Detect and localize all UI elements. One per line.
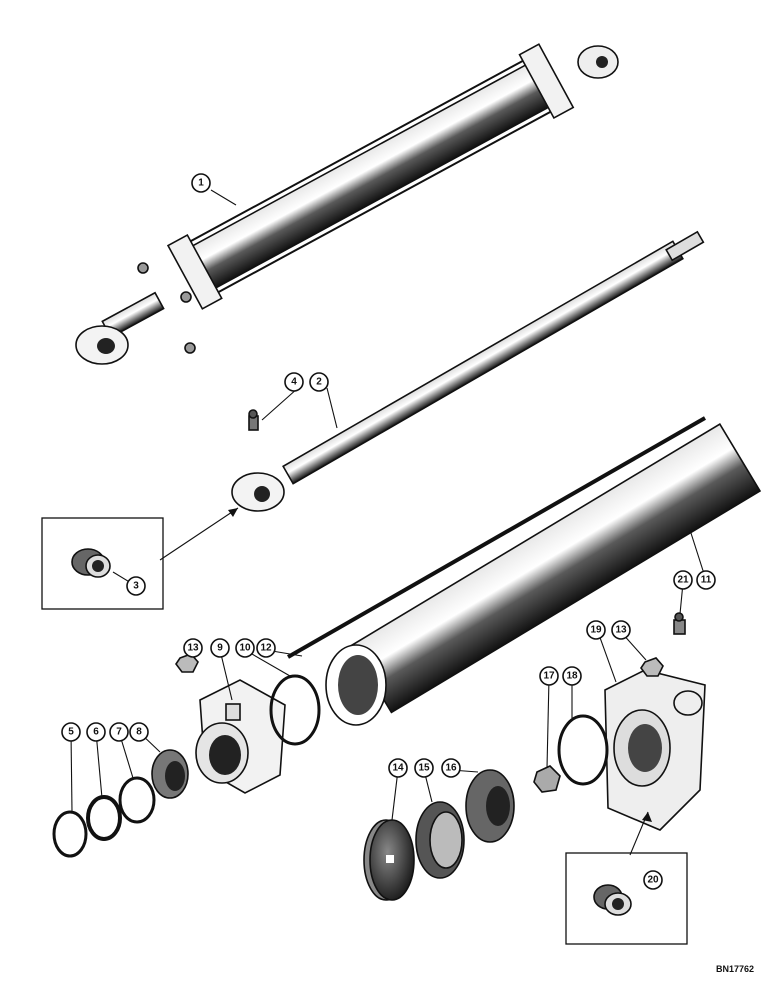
piston-16 [465, 769, 515, 843]
rod-end-head [195, 679, 286, 794]
piston-disc-14 [363, 819, 415, 901]
callout-8: 8 [129, 722, 149, 742]
svg-text:12: 12 [260, 643, 272, 654]
svg-text:13: 13 [615, 625, 627, 636]
callout-17: 17 [539, 666, 559, 686]
snap-ring-5 [52, 810, 88, 858]
callout-18: 18 [562, 666, 582, 686]
svg-text:20: 20 [647, 875, 659, 886]
svg-text:5: 5 [68, 727, 74, 738]
svg-text:7: 7 [116, 727, 122, 738]
callout-6: 6 [86, 722, 106, 742]
svg-text:13: 13 [187, 643, 199, 654]
o-ring-10 [269, 674, 321, 746]
bushing-inset [41, 507, 239, 610]
callout-13-left: 13 [183, 638, 203, 658]
callout-20: 20 [643, 870, 663, 890]
nut-17 [533, 765, 561, 793]
svg-text:21: 21 [677, 575, 689, 586]
backup-ring-7 [118, 776, 156, 824]
callout-15: 15 [414, 758, 434, 778]
callout-2: 2 [309, 372, 329, 392]
callout-3: 3 [126, 576, 146, 596]
assembled-cylinder [75, 43, 619, 365]
callout-12: 12 [256, 638, 276, 658]
packing-8 [151, 749, 189, 799]
svg-text:14: 14 [392, 763, 404, 774]
svg-text:16: 16 [445, 763, 457, 774]
callout-11: 11 [696, 570, 716, 590]
cylinder-tube [325, 423, 762, 726]
callout-21: 21 [673, 570, 693, 590]
piston-rod [231, 230, 705, 512]
bushing-inset-20 [565, 811, 688, 945]
svg-text:15: 15 [418, 763, 430, 774]
diagram-code: BN17762 [715, 964, 754, 974]
callout-4: 4 [284, 372, 304, 392]
callout-9: 9 [210, 638, 230, 658]
callout-16: 16 [441, 758, 461, 778]
callout-19: 19 [586, 620, 606, 640]
o-ring-18 [557, 714, 609, 786]
svg-text:2: 2 [316, 377, 322, 388]
callout-14: 14 [388, 758, 408, 778]
tie-rod [287, 416, 706, 659]
svg-text:1: 1 [198, 178, 204, 189]
cap-end-head [604, 669, 706, 831]
callout-10: 10 [235, 638, 255, 658]
callout-1: 1 [191, 173, 211, 193]
callout-7: 7 [109, 722, 129, 742]
piston-seal-15 [415, 801, 465, 879]
callout-13-right: 13 [611, 620, 631, 640]
callout-5: 5 [61, 722, 81, 742]
svg-text:10: 10 [239, 643, 251, 654]
wiper-6 [86, 795, 122, 841]
grease-fitting-21 [673, 612, 686, 635]
grease-fitting [248, 409, 259, 431]
svg-text:17: 17 [543, 671, 555, 682]
svg-text:6: 6 [93, 727, 99, 738]
svg-text:3: 3 [133, 581, 139, 592]
svg-text:8: 8 [136, 727, 142, 738]
svg-text:4: 4 [291, 377, 297, 388]
svg-text:11: 11 [701, 575, 712, 586]
svg-text:9: 9 [217, 643, 223, 654]
nut-13-right [640, 657, 664, 677]
svg-text:19: 19 [590, 625, 602, 636]
svg-text:18: 18 [566, 671, 578, 682]
